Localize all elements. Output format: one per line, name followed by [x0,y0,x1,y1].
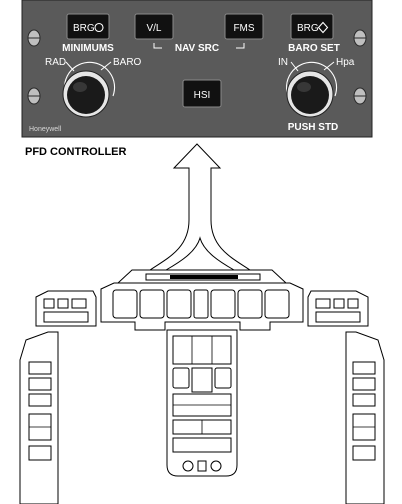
vl-label: V/L [146,23,161,34]
in-label: IN [278,57,288,68]
minimums-knob[interactable] [62,61,116,118]
hpa-tick [323,61,335,71]
baro-label: BARO [113,57,142,68]
brg-right-button[interactable]: BRG [290,13,334,40]
nav-src-bracket-right [236,43,245,49]
nav-src-bracket-left [153,43,162,49]
pfd-controller-location [170,275,238,279]
fms-button[interactable]: FMS [224,13,264,40]
pedestal-panel [172,335,232,365]
baro-set-label: BARO SET [288,43,340,54]
screw-icon [27,29,41,47]
pfd-controller-panel: BRG V/L FMS BRG MINIMUMS NAV SRC BARO SE… [21,0,373,138]
screw-icon [27,87,41,105]
diamond-pointer-icon [317,21,329,34]
pedestal-panel [172,437,232,453]
pedestal-display [214,367,232,389]
screw-icon [353,87,367,105]
pedestal-knob-icon [182,460,194,472]
rad-tick [65,61,75,72]
locator-arrow [148,143,252,271]
hpa-label: Hpa [336,57,355,68]
brg-right-label: BRG [297,23,319,34]
pedestal-display [172,367,190,389]
screw-icon [353,29,367,47]
nav-src-label: NAV SRC [175,43,219,54]
brand-logo: Honeywell [29,126,62,133]
display-unit [210,289,236,319]
throttle-quadrant [191,367,213,393]
baro-set-knob[interactable] [286,61,338,118]
circle-pointer-icon [94,22,104,33]
display-unit [264,289,290,319]
display-unit [237,289,263,319]
diagram-caption: PFD CONTROLLER [25,146,126,158]
standby-instrument [193,289,209,319]
display-unit [139,289,165,319]
brg-left-button[interactable]: BRG [66,13,110,40]
hsi-button[interactable]: HSI [182,79,222,108]
brg-left-label: BRG [73,23,95,34]
fms-label: FMS [233,23,254,34]
cockpit-locator [19,269,385,504]
vl-button[interactable]: V/L [134,13,174,40]
display-unit [112,289,138,319]
display-unit [166,289,192,319]
baro-tick [100,61,112,71]
in-tick [290,61,299,72]
push-std-label: PUSH STD [288,122,339,133]
minimums-label: MINIMUMS [62,43,114,54]
rad-label: RAD [45,57,66,68]
pedestal-knob-icon [210,460,222,472]
hsi-label: HSI [194,90,211,101]
